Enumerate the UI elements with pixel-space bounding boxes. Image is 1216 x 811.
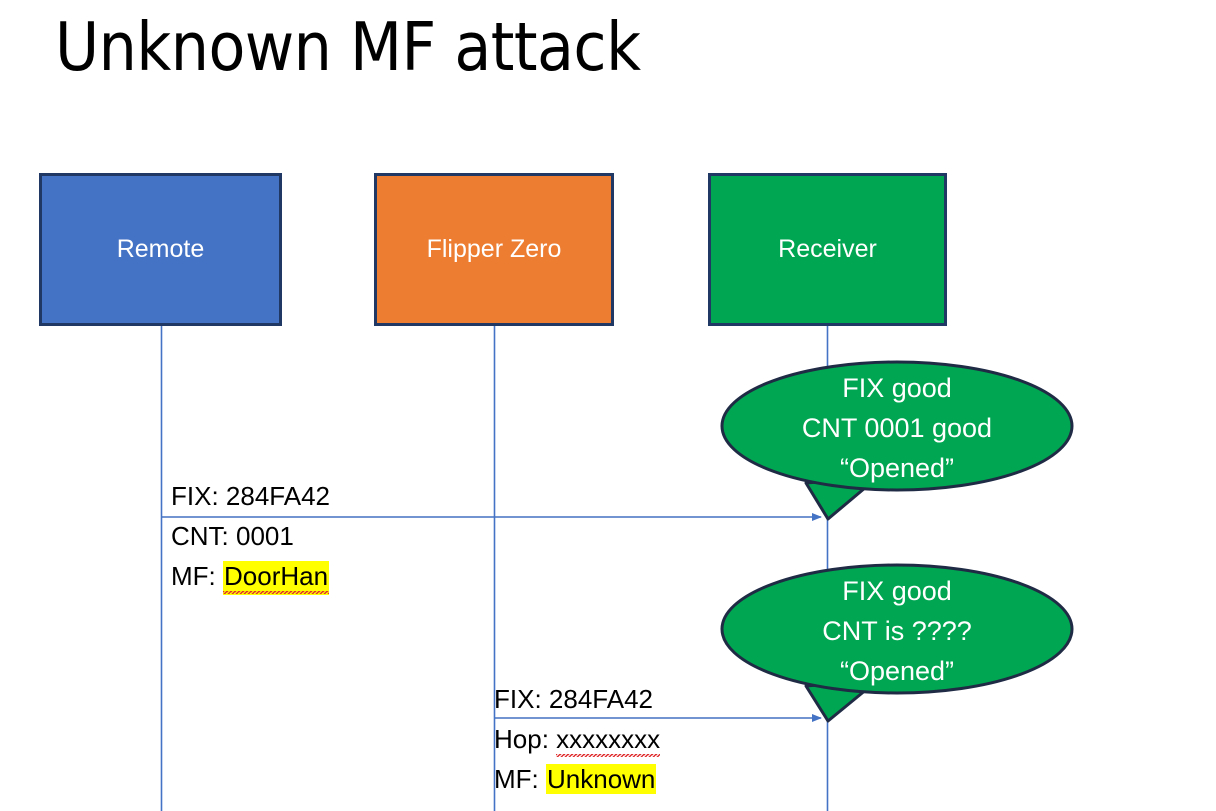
callout-line: CNT is ???? [822,616,972,646]
callout-ellipse [720,360,1074,492]
actor-box-flipper-zero[interactable]: Flipper Zero [374,173,614,326]
callout-line: FIX good [842,373,952,403]
message-line: FIX: 284FA42 [494,679,660,719]
message-line-value-highlighted: Unknown [546,764,657,794]
message-line-value: 0001 [236,521,294,551]
message-line: CNT: 0001 [171,516,330,556]
message-line-value: 284FA42 [225,481,330,511]
callout-first-reception [720,360,1074,521]
message-line-label: MF: [171,561,223,591]
actor-label-remote: Remote [116,234,205,263]
message-line: FIX: 284FA42 [171,476,330,516]
message-line: Hop: xxxxxxxx [494,719,661,759]
message-line-label: FIX: [171,481,226,511]
message-line-label: CNT: [171,521,236,551]
message-line-label: Hop: [494,724,557,754]
callout-second-reception [720,563,1074,723]
callout-line: “Opened” [839,453,955,483]
callout-line: FIX good [842,576,952,606]
actor-label-flipper-zero: Flipper Zero [426,234,562,263]
callout-text-second-reception: FIX good CNT is ???? “Opened” [722,571,1072,691]
actor-label-receiver: Receiver [778,234,877,263]
message-line-value: 284FA42 [548,684,653,714]
message-line-label: FIX: [494,684,549,714]
message-line: MF: Unknown [494,759,660,799]
callout-ellipse [720,563,1074,695]
callout-text-first-reception: FIX good CNT 0001 good “Opened” [722,368,1072,488]
callout-line: “Opened” [839,656,955,686]
message-line-label: MF: [494,764,546,794]
message-line: MF: DoorHan [171,556,330,596]
actor-box-receiver[interactable]: Receiver [708,173,947,326]
message-line-value-highlighted: DoorHan [223,561,330,595]
callout-line: CNT 0001 good [801,413,993,443]
message-label-remote-to-receiver: FIX: 284FA42 CNT: 0001 MF: DoorHan [171,476,330,596]
actor-box-remote[interactable]: Remote [39,173,282,326]
message-label-flipper-to-receiver: FIX: 284FA42 Hop: xxxxxxxx MF: Unknown [494,679,661,799]
message-line-value-spellerror: xxxxxxxx [556,724,661,758]
page-title: Unknown MF attack [55,8,641,86]
